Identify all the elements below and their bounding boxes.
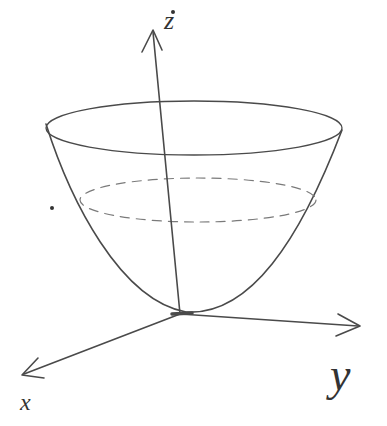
rim-ellipse [46,101,342,155]
pencil-dot [50,206,54,210]
origin-mark [172,313,192,314]
z-axis-label: z [164,8,174,34]
y-axis-label: y [330,352,350,398]
x-axis-label: x [20,390,31,414]
paraboloid-outline [46,124,342,312]
x-axis [24,314,180,374]
level-curve [80,178,316,222]
y-axis [180,314,358,326]
z-axis [153,32,180,314]
x-arrowhead [22,358,44,378]
z-arrowhead [142,30,162,52]
y-arrowhead [336,314,360,336]
